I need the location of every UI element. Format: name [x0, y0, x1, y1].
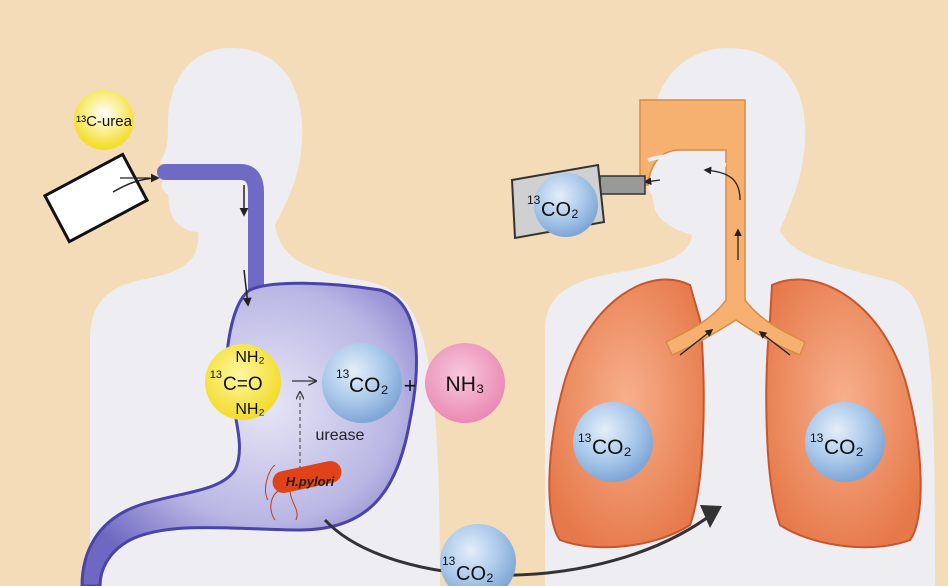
svg-text:CO₂: CO₂	[349, 374, 389, 397]
svg-text:NH₃: NH₃	[446, 373, 485, 396]
svg-text:13: 13	[578, 431, 592, 445]
svg-text:13: 13	[527, 193, 541, 207]
right-lung-co2: 13 CO₂	[805, 402, 885, 482]
svg-text:C=O: C=O	[223, 374, 263, 395]
svg-text:CO₂: CO₂	[456, 563, 494, 585]
urease-label: urease	[316, 427, 365, 444]
svg-text:CO₂: CO₂	[592, 436, 632, 459]
plus-sign: +	[404, 373, 417, 398]
breath-collection-bag: 13 CO₂	[510, 163, 646, 240]
drink-cup	[42, 152, 160, 244]
urea-molecule: NH₂ 13 C=O NH₂	[205, 344, 281, 420]
svg-text:13: 13	[442, 554, 456, 568]
svg-text:CO₂: CO₂	[541, 199, 579, 221]
svg-text:13: 13	[210, 369, 222, 381]
svg-text:CO₂: CO₂	[824, 436, 864, 459]
svg-text:NH₂: NH₂	[235, 401, 264, 418]
capsule-label: ¹³C-urea	[76, 113, 132, 130]
svg-text:13: 13	[336, 367, 350, 381]
h-pylori-bacterium: H.pylori	[265, 461, 342, 521]
co2-product: 13 CO₂	[322, 343, 402, 423]
svg-text:NH₂: NH₂	[235, 349, 264, 366]
h-pylori-label: H.pylori	[286, 474, 335, 489]
nh3-product: NH₃	[425, 343, 505, 423]
urea-capsule: ¹³C-urea	[74, 90, 134, 150]
airway	[639, 99, 806, 356]
svg-text:13: 13	[810, 431, 824, 445]
ingest-arrow	[112, 173, 160, 193]
transport-co2: 13 CO₂	[440, 524, 516, 586]
left-lung-co2: 13 CO₂	[573, 402, 653, 482]
